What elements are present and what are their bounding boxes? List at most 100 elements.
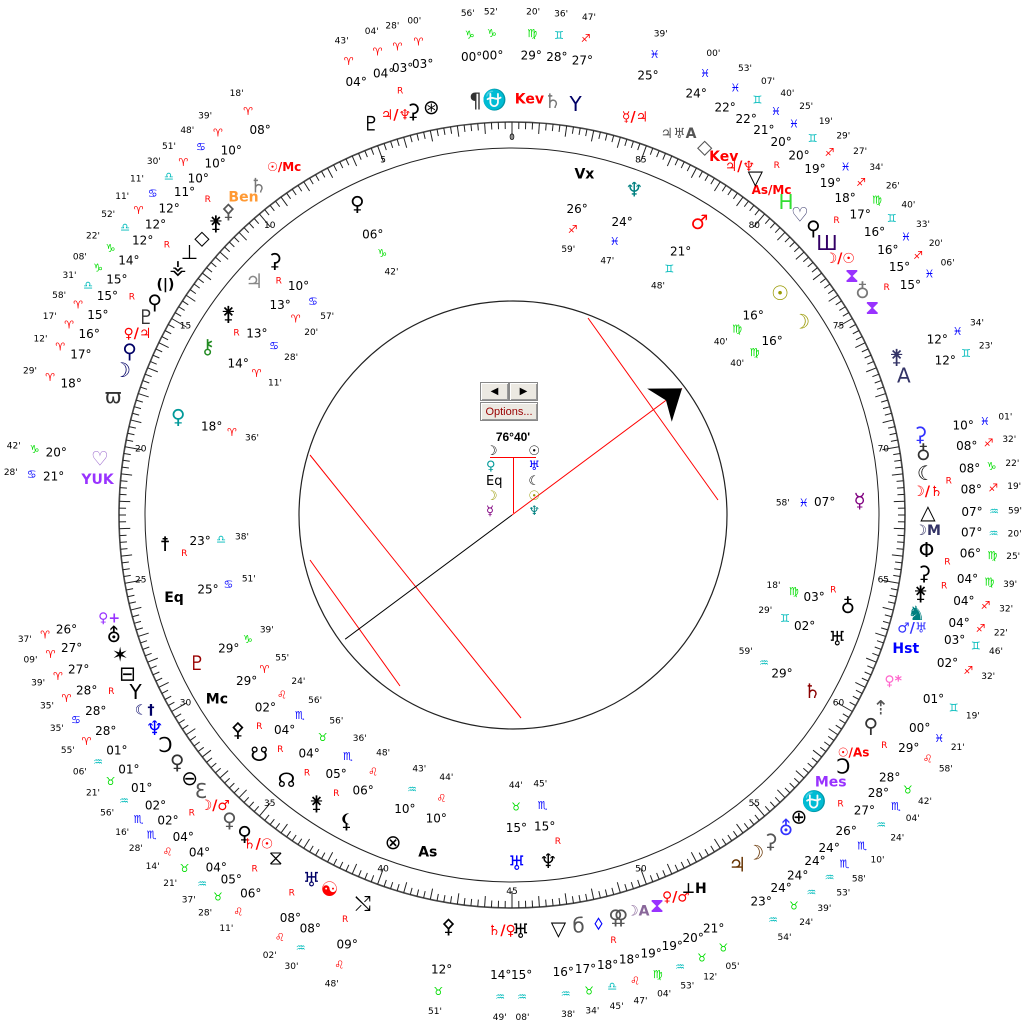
- point-glyph-icon: ♄: [249, 173, 267, 197]
- chart-point: ⤭R09°♌48': [325, 891, 371, 989]
- dial-tick: [383, 143, 387, 151]
- dial-tick: [823, 741, 831, 747]
- chart-point: ♀18°♈36': [171, 405, 259, 444]
- point-minute: 43': [412, 765, 426, 775]
- retrograde-marker: R: [233, 328, 239, 338]
- dial-tick: [884, 614, 892, 618]
- point-sign-icon: ♈: [392, 40, 402, 53]
- point-glyph-icon: ⛢: [779, 816, 794, 840]
- point-glyph-icon: ☨: [160, 532, 171, 556]
- chart-point: ⊟28°♈35': [40, 662, 136, 712]
- point-degree: 04°: [346, 75, 367, 89]
- dial-tick: [215, 767, 222, 774]
- point-glyph-icon: ϖ: [105, 384, 122, 408]
- point-minute: 08': [516, 1013, 530, 1023]
- point-glyph-icon: ♀/♃: [124, 326, 152, 342]
- dial-tick: [327, 167, 334, 178]
- rotate-left-button[interactable]: ◀: [480, 382, 509, 401]
- point-glyph-icon: ♀: [237, 822, 252, 846]
- point-minute: 56': [308, 696, 322, 706]
- dial-tick: [776, 789, 786, 799]
- retrograde-marker: R: [944, 557, 950, 567]
- point-degree: 04°: [953, 594, 974, 608]
- point-glyph-icon: ⚵: [208, 211, 223, 235]
- point-minute: 21': [86, 788, 100, 798]
- dial-tick: [470, 124, 473, 132]
- dial-tick: [564, 125, 568, 137]
- point-degree: 13°: [246, 327, 267, 341]
- point-glyph-icon: ♄: [544, 89, 562, 113]
- point-glyph-icon: ♄: [803, 679, 821, 703]
- dial-pointer[interactable]: [344, 387, 683, 640]
- dial-scale-label: 10: [264, 221, 276, 231]
- dial-tick: [754, 209, 760, 216]
- point-glyph-icon: ☉/Mc: [267, 160, 301, 174]
- point-degree: 01°: [118, 763, 139, 777]
- point-minute: 39': [817, 904, 831, 914]
- point-glyph-icon: ♄/♀: [488, 923, 516, 939]
- dial-tick: [743, 200, 749, 208]
- point-minute: 08': [73, 252, 87, 262]
- chart-point: ⊥12°♈11': [115, 192, 198, 264]
- dial-scale-label: 45: [506, 887, 517, 897]
- point-sign-icon: ♍: [732, 322, 742, 335]
- dial-tick: [238, 789, 248, 799]
- point-degree: 23°: [751, 895, 772, 909]
- point-sign-icon: ♌: [436, 792, 446, 805]
- point-degree: 08°: [280, 911, 301, 925]
- retrograde-marker: R: [837, 800, 843, 810]
- dial-tick: [390, 141, 394, 149]
- retrograde-marker: R: [946, 476, 952, 486]
- rotate-right-button[interactable]: ▶: [509, 382, 538, 401]
- chart-point: ⚸06°♌48': [339, 748, 390, 833]
- chart-point: ♄/☉05°♉28': [198, 837, 273, 919]
- dial-tick: [286, 830, 292, 838]
- dial-tick: [807, 262, 814, 268]
- dial-tick: [185, 294, 196, 302]
- chart-point: ⚳10°♓01': [913, 412, 1013, 446]
- dial-tick: [802, 256, 809, 263]
- dial-tick: [128, 426, 137, 429]
- dial-tick: [185, 728, 196, 736]
- point-minute: 47': [582, 13, 596, 23]
- chart-point: ⇡00°♓21': [872, 696, 964, 753]
- dial-tick: [345, 864, 350, 872]
- point-sign-icon: ♓: [841, 161, 851, 174]
- point-sign-icon: ♈: [413, 36, 423, 49]
- dial-tick: [637, 143, 641, 151]
- point-glyph-icon: ⧗: [865, 295, 879, 319]
- dial-tick: [727, 834, 733, 842]
- point-minute: 30': [147, 157, 161, 167]
- point-glyph-icon: Ш: [816, 231, 837, 255]
- dial-tick: [364, 872, 368, 880]
- point-sign-icon: ♈: [178, 156, 188, 169]
- dial-tick: [721, 838, 727, 845]
- point-minute: 34': [585, 1007, 599, 1017]
- point-sign-icon: ♉: [903, 784, 913, 797]
- point-glyph-icon: ☿/♃: [622, 110, 648, 126]
- point-glyph-icon: Mes: [815, 774, 847, 790]
- point-degree: 28°: [868, 786, 889, 800]
- dial-tick: [174, 312, 182, 317]
- dial-tick: [174, 713, 182, 718]
- point-minute: 58': [852, 874, 866, 884]
- dial-tick: [124, 579, 142, 584]
- point-minute: 42': [385, 267, 399, 277]
- dial-tick: [585, 129, 588, 137]
- midpoint-glyph-icon: ♆: [528, 504, 540, 519]
- point-glyph-icon: ⚳: [913, 422, 928, 446]
- options-button[interactable]: Options...: [480, 402, 538, 421]
- dial-tick: [202, 272, 212, 281]
- midpoint-row: Eq☾: [486, 474, 540, 489]
- point-minute: 38': [561, 1010, 575, 1020]
- chart-point: ♁R15°♐20': [855, 239, 943, 303]
- chart-point: Ↄ01°♉21': [86, 733, 173, 798]
- chart-point: ⚲R18°♐34': [806, 163, 883, 240]
- chart-point: ▽R20°♓25': [748, 102, 814, 190]
- dial-tick: [714, 838, 721, 849]
- chart-point: ♆24°♓47': [600, 177, 643, 266]
- midpoint-glyph-icon: ☉: [528, 489, 540, 504]
